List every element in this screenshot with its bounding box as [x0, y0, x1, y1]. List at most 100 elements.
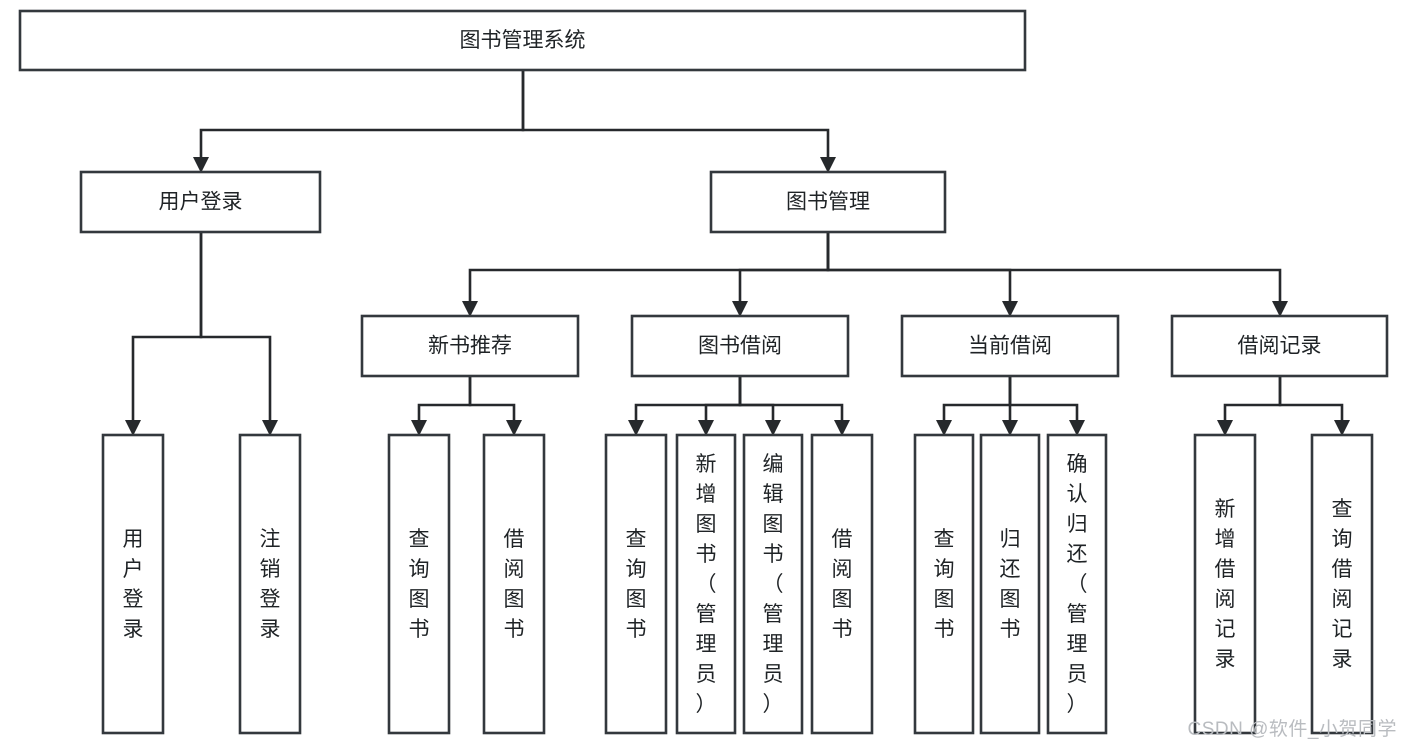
node-box-leaf-query-book-borrow[interactable]: [604, 433, 668, 735]
node-box-user-login[interactable]: [79, 170, 322, 234]
watermark-text: CSDN @软件_小贺同学: [1187, 719, 1397, 740]
arrow-head-icon: [628, 420, 644, 436]
node-leaf-query-book-rec[interactable]: 查询图书: [387, 433, 451, 735]
node-leaf-add-record[interactable]: 新增借阅记录: [1193, 433, 1257, 735]
connector-line: [1278, 374, 1344, 426]
arrow-head-icon: [1069, 420, 1085, 436]
connector-line: [634, 374, 742, 426]
node-label-leaf-logout: 注销登录: [260, 528, 281, 641]
node-new-book-rec[interactable]: 新书推荐: [360, 314, 580, 378]
node-box-leaf-query-book-rec[interactable]: [387, 433, 451, 735]
connector-line: [826, 230, 1282, 307]
node-label-leaf-query-book-borrow: 查询图书: [626, 528, 647, 641]
connector-line: [199, 230, 272, 426]
connector-line: [704, 374, 742, 426]
node-layer: 图书管理系统用户登录图书管理新书推荐图书借阅当前借阅借阅记录用户登录注销登录查询…: [18, 9, 1389, 735]
connector-line: [1223, 374, 1282, 426]
node-box-leaf-edit-book[interactable]: [742, 433, 804, 735]
connector-line: [521, 68, 830, 163]
node-label-leaf-add-book: 新增图书（管理员）: [696, 453, 717, 716]
arrow-head-icon: [506, 420, 522, 436]
node-box-new-book-rec[interactable]: [360, 314, 580, 378]
connector-root-to-user-login: [193, 68, 525, 173]
arrow-head-icon: [698, 420, 714, 436]
node-leaf-borrow-book-rec[interactable]: 借阅图书: [482, 433, 546, 735]
connector-borrow-record-to-leaf-query-record: [1278, 374, 1350, 436]
node-leaf-add-book[interactable]: 新增图书（管理员）: [675, 433, 737, 735]
connector-root-to-book-manage: [521, 68, 836, 173]
node-leaf-query-book-borrow[interactable]: 查询图书: [604, 433, 668, 735]
node-book-borrow[interactable]: 图书借阅: [630, 314, 850, 378]
node-label-root: 图书管理系统: [460, 29, 586, 52]
node-root[interactable]: 图书管理系统: [18, 9, 1027, 72]
node-leaf-borrow-book[interactable]: 借阅图书: [810, 433, 874, 735]
node-box-leaf-query-record[interactable]: [1310, 433, 1374, 735]
node-box-leaf-add-book[interactable]: [675, 433, 737, 735]
node-user-login[interactable]: 用户登录: [79, 170, 322, 234]
node-label-leaf-confirm-return: 确认归还（管理员）: [1067, 453, 1088, 716]
node-current-borrow[interactable]: 当前借阅: [900, 314, 1120, 378]
arrow-head-icon: [1272, 301, 1288, 317]
node-box-leaf-query-book-current[interactable]: [913, 433, 975, 735]
node-leaf-return-book[interactable]: 归还图书: [979, 433, 1041, 735]
node-book-manage[interactable]: 图书管理: [709, 170, 947, 234]
connector-current-borrow-to-leaf-confirm-return: [1008, 374, 1085, 436]
arrow-head-icon: [1217, 420, 1233, 436]
node-label-leaf-borrow-book: 借阅图书: [832, 528, 853, 641]
connector-book-manage-to-new-book-rec: [462, 230, 830, 317]
node-label-leaf-add-record: 新增借阅记录: [1215, 498, 1236, 671]
connector-line: [738, 374, 775, 426]
node-leaf-edit-book[interactable]: 编辑图书（管理员）: [742, 433, 804, 735]
arrow-head-icon: [462, 301, 478, 317]
arrow-head-icon: [1002, 420, 1018, 436]
node-label-leaf-query-record: 查询借阅记录: [1332, 498, 1353, 671]
node-box-borrow-record[interactable]: [1170, 314, 1389, 378]
connector-book-manage-to-borrow-record: [826, 230, 1288, 317]
node-leaf-user-login[interactable]: 用户登录: [101, 433, 165, 735]
arrow-head-icon: [193, 157, 209, 173]
arrow-head-icon: [936, 420, 952, 436]
connector-book-manage-to-book-borrow: [732, 230, 830, 317]
node-box-leaf-logout[interactable]: [238, 433, 302, 735]
node-box-root[interactable]: [18, 9, 1027, 72]
connector-book-manage-to-current-borrow: [826, 230, 1018, 317]
node-box-leaf-borrow-book[interactable]: [810, 433, 874, 735]
arrow-head-icon: [411, 420, 427, 436]
connector-new-book-rec-to-leaf-query-book-rec: [411, 374, 472, 436]
node-box-leaf-user-login[interactable]: [101, 433, 165, 735]
connector-layer: [125, 68, 1350, 436]
connector-user-login-to-leaf-logout: [199, 230, 278, 436]
arrow-head-icon: [125, 420, 141, 436]
node-box-book-manage[interactable]: [709, 170, 947, 234]
connector-line: [468, 374, 516, 426]
node-label-book-borrow: 图书借阅: [698, 335, 782, 358]
node-label-leaf-query-book-current: 查询图书: [934, 528, 955, 641]
node-box-book-borrow[interactable]: [630, 314, 850, 378]
connector-line: [417, 374, 472, 426]
arrow-head-icon: [262, 420, 278, 436]
arrow-head-icon: [820, 157, 836, 173]
connector-line: [738, 230, 830, 307]
arrow-head-icon: [1002, 301, 1018, 317]
node-leaf-logout[interactable]: 注销登录: [238, 433, 302, 735]
connector-line: [942, 374, 1012, 426]
arrow-head-icon: [765, 420, 781, 436]
node-leaf-confirm-return[interactable]: 确认归还（管理员）: [1046, 433, 1108, 735]
node-box-leaf-return-book[interactable]: [979, 433, 1041, 735]
connector-line: [468, 230, 830, 307]
node-borrow-record[interactable]: 借阅记录: [1170, 314, 1389, 378]
node-label-current-borrow: 当前借阅: [968, 335, 1052, 358]
connector-user-login-to-leaf-user-login: [125, 230, 203, 436]
node-leaf-query-book-current[interactable]: 查询图书: [913, 433, 975, 735]
node-box-leaf-add-record[interactable]: [1193, 433, 1257, 735]
node-label-leaf-edit-book: 编辑图书（管理员）: [763, 453, 784, 716]
node-box-current-borrow[interactable]: [900, 314, 1120, 378]
node-box-leaf-borrow-book-rec[interactable]: [482, 433, 546, 735]
node-leaf-query-record[interactable]: 查询借阅记录: [1310, 433, 1374, 735]
connector-line: [1008, 374, 1079, 426]
connector-book-borrow-to-leaf-borrow-book: [738, 374, 850, 436]
node-box-leaf-confirm-return[interactable]: [1046, 433, 1108, 735]
arrow-head-icon: [834, 420, 850, 436]
node-label-leaf-query-book-rec: 查询图书: [409, 528, 430, 641]
